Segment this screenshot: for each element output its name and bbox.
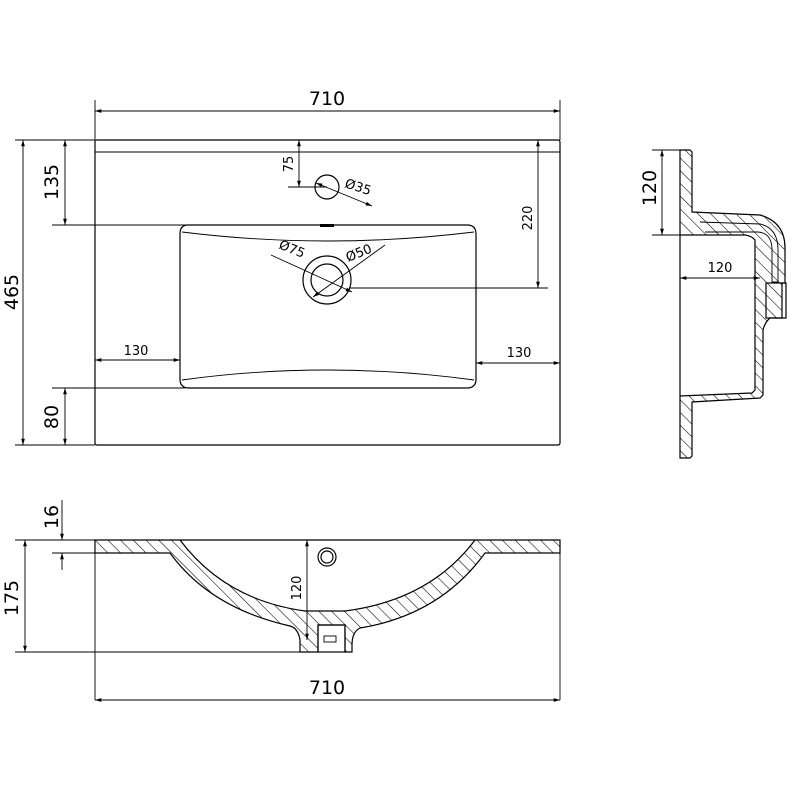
back-to-drain-label: 220 [521, 206, 536, 231]
side-section-shell [679, 149, 786, 459]
front-section-shell [94, 539, 561, 653]
side-drain-outlet [765, 282, 787, 319]
basin-outline [179, 224, 477, 389]
depth-label: 465 [1, 274, 23, 310]
side-depth-label: 120 [708, 261, 733, 276]
drain-inner [310, 263, 344, 297]
side-section: 120 120 [639, 149, 787, 459]
side-height-label: 120 [639, 170, 661, 206]
drain-outer-diameter-label: Ø75 [277, 238, 307, 262]
slab-thickness-label: 16 [41, 505, 63, 529]
countertop-outline [94, 139, 561, 446]
back-to-overflow-label: 75 [282, 156, 297, 173]
front-section: 16 175 120 710 [1, 500, 561, 702]
side-overflow-channel [699, 221, 779, 283]
overflow-hole-outer [317, 547, 337, 567]
overflow-slot [320, 224, 334, 227]
back-to-basin-label: 135 [41, 164, 63, 200]
drain-outer-leader [270, 254, 353, 293]
drain-slot [323, 635, 337, 643]
basin-to-front-label: 80 [41, 405, 63, 429]
drain-inner-leader [312, 244, 386, 298]
left-margin-label: 130 [124, 344, 149, 359]
basin-depth-label: 120 [290, 576, 305, 601]
top-view: 710 465 135 80 75 Ø35 220 Ø75 Ø50 13 [1, 88, 561, 446]
basin-top-curve [181, 231, 475, 242]
overflow-hole-inner [320, 550, 334, 564]
right-margin-label: 130 [507, 346, 532, 361]
width-label: 710 [309, 88, 345, 110]
basin-bottom-curve [181, 369, 475, 381]
front-width-label: 710 [309, 677, 345, 699]
drain-inner-diameter-label: Ø50 [344, 242, 374, 266]
tap-hole-leader [315, 182, 373, 207]
total-height-label: 175 [1, 580, 23, 616]
drain-outer [302, 255, 352, 305]
drain-pipe [317, 624, 346, 653]
